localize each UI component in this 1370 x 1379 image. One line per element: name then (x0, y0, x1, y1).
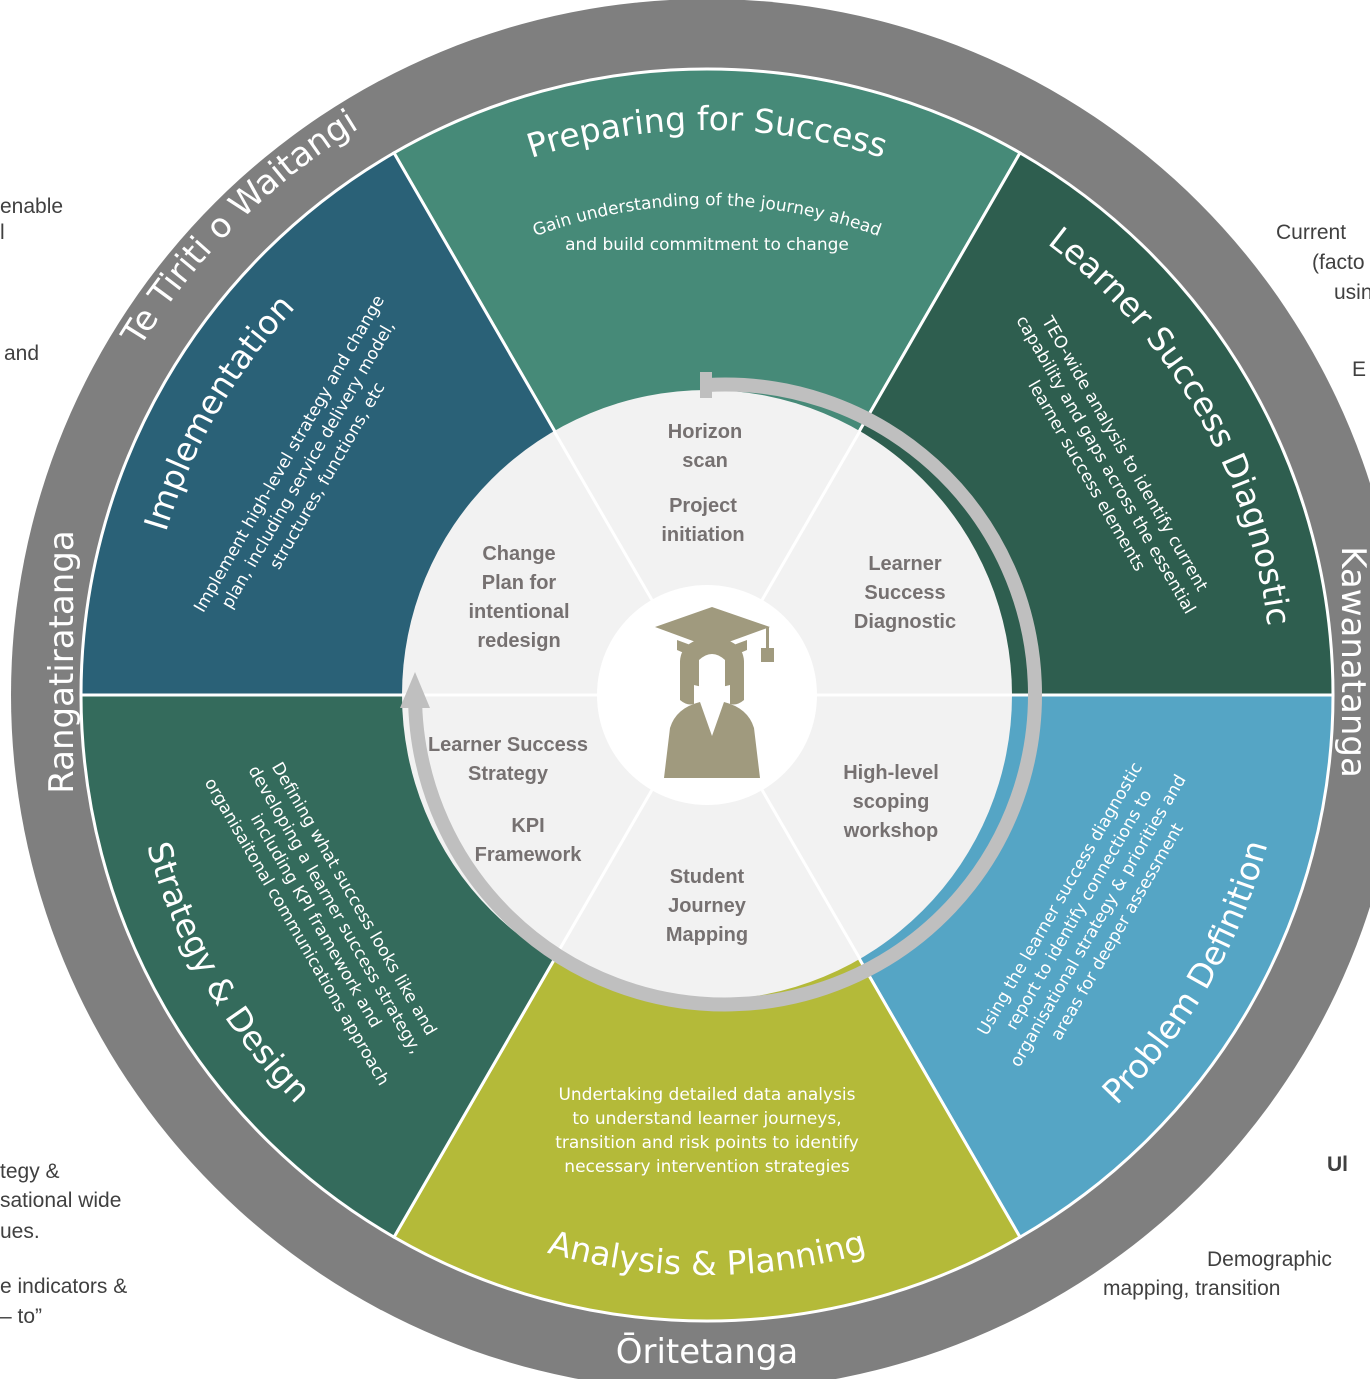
right-note-7: mapping, transition (1103, 1277, 1281, 1300)
left-note-5: sational wide (0, 1189, 122, 1212)
inner-horizon-scan-2: scan (682, 450, 728, 472)
left-note-2: l (0, 221, 5, 244)
inner-cp-3: intentional (468, 601, 569, 623)
inner-project-initiation-1: Project (669, 495, 737, 517)
left-note-4: tegy & (0, 1160, 60, 1183)
inner-horizon-scan-1: Horizon (668, 421, 742, 443)
left-note-7: e indicators & (0, 1275, 128, 1298)
inner-lsd-2: Success (864, 582, 945, 604)
segment-preparing-desc-2: and build commitment to change (565, 235, 849, 255)
inner-project-initiation-2: initiation (661, 524, 744, 546)
ring-label-right: Kawanatanga (1333, 546, 1370, 778)
left-note-8: – to” (0, 1305, 43, 1328)
inner-lss-1: Learner Success (428, 734, 588, 756)
segment-analysis-desc-2: to understand learner journeys, (572, 1109, 841, 1129)
inner-cp-1: Change (482, 543, 555, 565)
left-note-6: ues. (0, 1220, 40, 1243)
inner-sjm-3: Mapping (666, 924, 748, 946)
right-note-6: Demographic (1207, 1248, 1332, 1271)
segment-analysis-desc-3: transition and risk points to identify (555, 1133, 859, 1153)
inner-hls-3: workshop (843, 820, 938, 842)
right-note-4: E (1352, 358, 1367, 381)
right-note-3: usin (1334, 281, 1370, 304)
ring-label-bottom: Ōritetanga (616, 1332, 799, 1372)
inner-labels: Horizon scan Project initiation Learner … (428, 421, 956, 946)
left-note-1: enable (0, 195, 64, 218)
cycle-arrow (408, 377, 1042, 1012)
right-note-2: (facto (1312, 251, 1365, 274)
left-note-3: and (4, 342, 40, 365)
inner-lsd-1: Learner (868, 553, 942, 575)
right-note-5: Ul (1327, 1153, 1348, 1176)
inner-hls-1: High-level (843, 762, 939, 784)
center-circle (597, 585, 817, 805)
inner-sjm-2: Journey (668, 895, 747, 917)
segment-analysis-desc-4: necessary intervention strategies (564, 1157, 850, 1177)
segment-analysis-desc-1: Undertaking detailed data analysis (558, 1085, 855, 1105)
inner-cp-4: redesign (477, 630, 560, 652)
cycle-arrowhead (400, 672, 430, 708)
inner-cp-2: Plan for (482, 572, 557, 594)
inner-kpi-1: KPI (511, 815, 544, 837)
ring-label-left: Rangatiratanga (42, 530, 82, 793)
inner-lsd-3: Diagnostic (854, 611, 956, 633)
inner-hls-2: scoping (853, 791, 930, 813)
inner-sjm-1: Student (670, 866, 745, 888)
cycle-arrow-start (700, 372, 712, 398)
inner-lss-2: Strategy (468, 763, 549, 785)
inner-kpi-2: Framework (475, 844, 583, 866)
right-note-1: Current (1276, 221, 1347, 244)
graduate-icon (655, 607, 774, 778)
segment-analysis-text: Analysis & Planning Undertaking detailed… (545, 1085, 870, 1283)
